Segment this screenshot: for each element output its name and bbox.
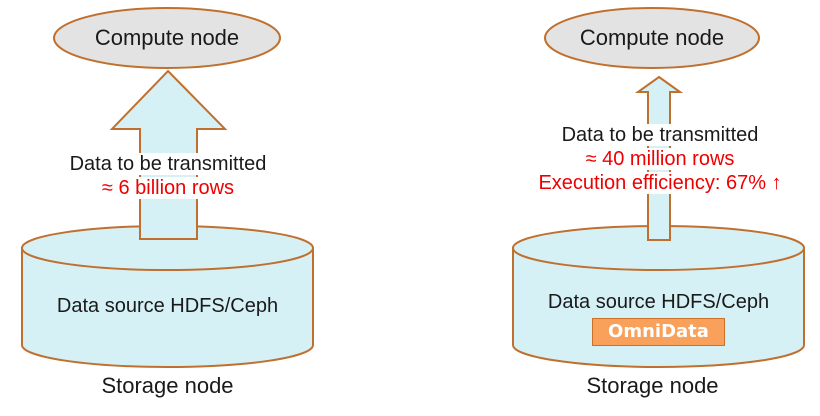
- left-compute-node: [53, 7, 281, 69]
- right-efficiency-text: Execution efficiency: 67% ↑: [536, 172, 784, 194]
- right-transmit-text: Data to be transmitted: [559, 124, 761, 146]
- left-rows-text: ≈ 6 billion rows: [99, 177, 237, 199]
- left-transmit-label: Data to be transmitted: [0, 152, 336, 176]
- right-storage-node-label: Storage node: [586, 373, 719, 398]
- left-compute-node-label: Compute node: [94, 25, 240, 50]
- right-compute-node: [544, 7, 760, 69]
- left-cylinder-body: [21, 247, 314, 368]
- right-rows-label: ≈ 40 million rows: [500, 147, 820, 171]
- left-transmit-text: Data to be transmitted: [67, 153, 269, 175]
- left-rows-label: ≈ 6 billion rows: [0, 176, 336, 200]
- left-storage-node-label: Storage node: [101, 373, 234, 398]
- right-efficiency-label: Execution efficiency: 67% ↑: [500, 171, 820, 195]
- left-datasource-label: Data source HDFS/Ceph: [56, 295, 279, 317]
- right-cylinder-body: [512, 247, 805, 368]
- right-transmit-label: Data to be transmitted: [500, 123, 820, 147]
- omnidata-badge: OmniData: [592, 318, 725, 346]
- right-compute-node-label: Compute node: [579, 25, 725, 50]
- right-datasource-label: Data source HDFS/Ceph: [547, 291, 770, 313]
- right-rows-text: ≈ 40 million rows: [583, 148, 737, 170]
